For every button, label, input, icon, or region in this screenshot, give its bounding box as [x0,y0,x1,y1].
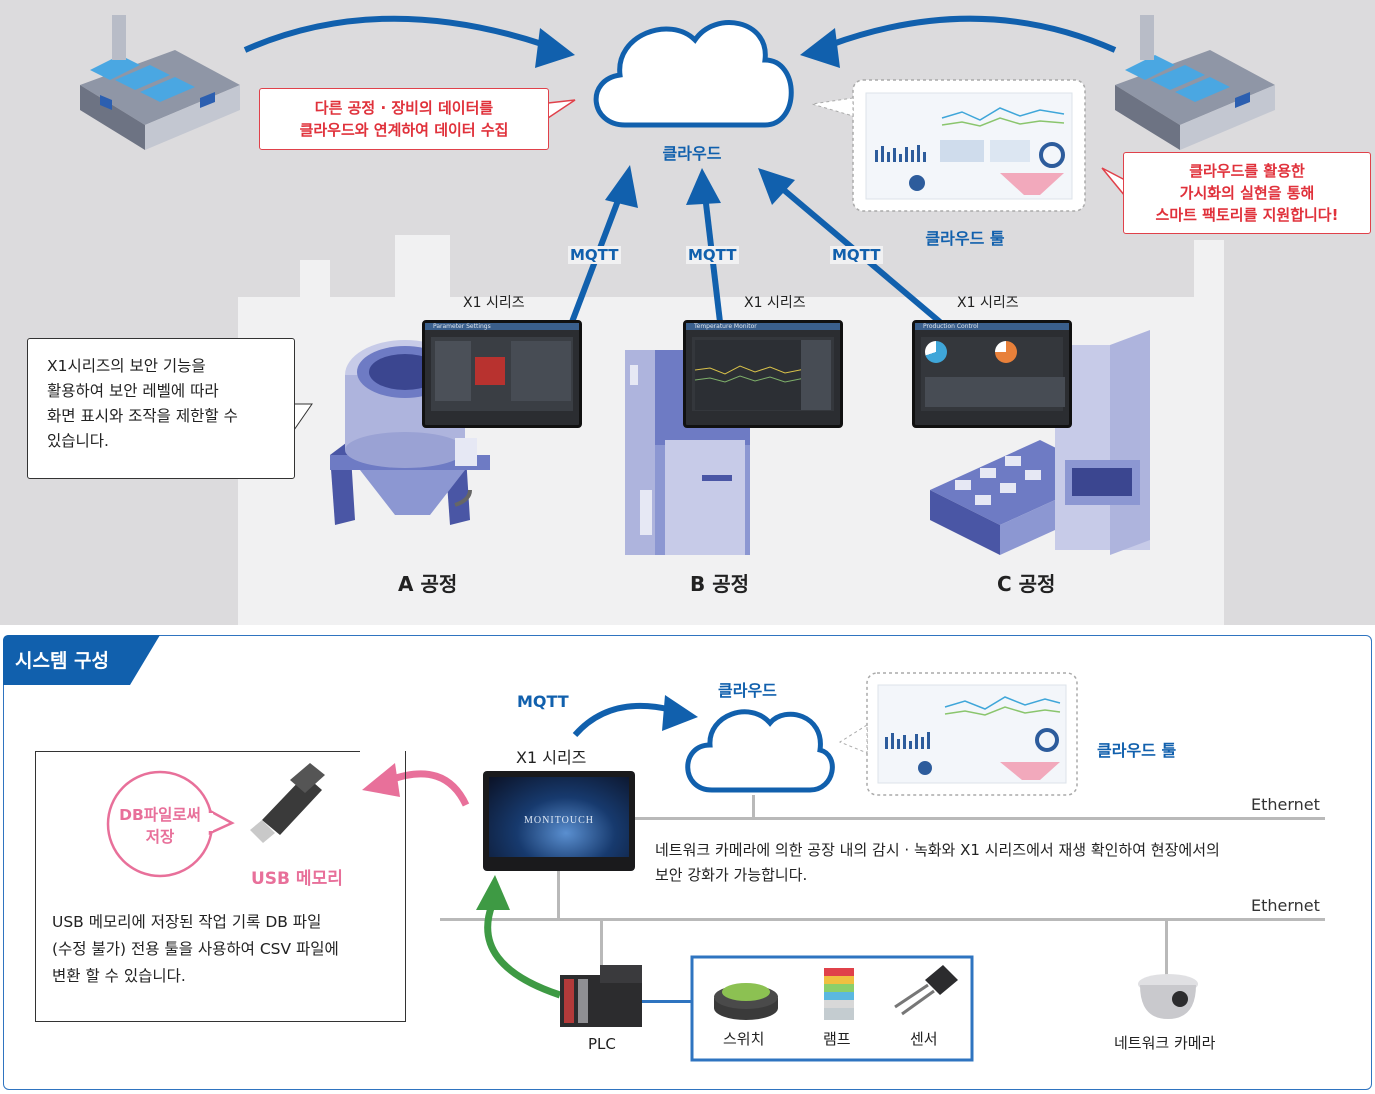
section-title: 시스템 구성 [15,650,110,672]
process-label-a: A 공정 [398,572,458,596]
note-line: (수정 불가) 전용 툴을 사용하여 CSV 파일에 [52,940,339,958]
screen-title: Parameter Settings [433,323,491,330]
callout-line: 스마트 팩토리를 지원합니다! [1155,206,1339,224]
lamp-label: 램프 [823,1030,851,1048]
factory-icon-right [1115,15,1275,150]
cloud-label: 클라우드 [718,681,777,700]
bubble-line: DB파일로써 [119,806,201,824]
screen-title: Temperature Monitor [694,323,757,330]
cloud-label: 클라우드 [662,144,722,163]
camera-label: 네트워크 카메라 [1114,1034,1216,1052]
cloud-icon [593,20,794,128]
switch-icon [714,983,778,1020]
note-line: 있습니다. [47,432,109,450]
security-note: X1시리즈의 보안 기능을 활용하여 보안 레벨에 따라 화면 표시와 조작을 … [27,338,295,479]
callout-line: 클라우드와 연계하여 데이터 수집 [299,121,509,139]
x1-screen-a: Parameter Settings [422,320,582,428]
note-line: 네트워크 카메라에 의한 공장 내의 감시 · 녹화와 X1 시리즈에서 재생 … [655,841,1220,859]
note-line: 보안 강화가 가능합니다. [655,866,808,884]
note-line: 활용하여 보안 레벨에 따라 [47,382,219,400]
note-line: 화면 표시와 조작을 제한할 수 [47,407,238,425]
callout-line: 클라우드를 활용한 [1189,162,1305,180]
machine-a [330,340,490,525]
x1-label-b: X1 시리즈 [744,295,806,311]
note-line: USB 메모리에 저장된 작업 기록 DB 파일 [52,913,322,931]
db-bubble-text: DB파일로써 저장 [108,804,212,848]
sensor-label: 센서 [910,1030,938,1048]
sensor-icon [894,965,958,1016]
usb-stick-icon [250,763,325,843]
ethernet-label-top: Ethernet [1251,795,1320,814]
x1-screen-c: Production Control [912,320,1072,428]
factory-icon-left [80,15,240,150]
ethernet-label-bottom: Ethernet [1251,896,1320,915]
mqtt-label-b: MQTT [686,246,739,264]
x1-label-a: X1 시리즈 [463,295,525,311]
plc-icon [560,965,642,1027]
usb-note: USB 메모리에 저장된 작업 기록 DB 파일 (수정 불가) 전용 툴을 사… [52,909,339,990]
mqtt-label: MQTT [517,692,569,711]
x1-monitor: MONITOUCH [483,771,635,871]
x1-label: X1 시리즈 [516,748,587,767]
switch-label: 스위치 [723,1030,765,1048]
camera-note: 네트워크 카메라에 의한 공장 내의 감시 · 녹화와 X1 시리즈에서 재생 … [655,838,1220,888]
callout-data-collection: 다른 공정 · 장비의 데이터를 클라우드와 연계하여 데이터 수집 [259,88,549,150]
usb-label: USB 메모리 [251,869,343,889]
note-line: 변환 할 수 있습니다. [52,967,186,985]
system-diagram [106,672,1325,1062]
screen-title: Production Control [923,323,979,330]
process-label-c: C 공정 [997,572,1056,596]
plc-label: PLC [588,1035,616,1053]
network-camera-icon [1138,974,1198,1019]
mqtt-label-a: MQTT [568,246,621,264]
x1-screen-b: Temperature Monitor [683,320,843,428]
top-illustration [80,15,1275,625]
section-tab [3,635,160,685]
callout-line: 가시화의 실현을 통해 [1179,184,1315,202]
mqtt-label-c: MQTT [830,246,883,264]
lamp-icon [824,968,854,1020]
callout-smart-factory: 클라우드를 활용한 가시화의 실현을 통해 스마트 팩토리를 지원합니다! [1123,152,1371,234]
callout-line: 다른 공정 · 장비의 데이터를 [314,99,494,117]
monitor-brand: MONITOUCH [524,815,594,826]
cloud-icon [685,709,835,793]
process-label-b: B 공정 [690,572,750,596]
bubble-line: 저장 [145,828,175,846]
note-line: X1시리즈의 보안 기능을 [47,357,206,375]
cloud-tool-label: 클라우드 툴 [925,229,1005,248]
cloud-tool-label: 클라우드 툴 [1097,741,1177,760]
x1-label-c: X1 시리즈 [957,295,1019,311]
usb-box [35,751,406,1022]
